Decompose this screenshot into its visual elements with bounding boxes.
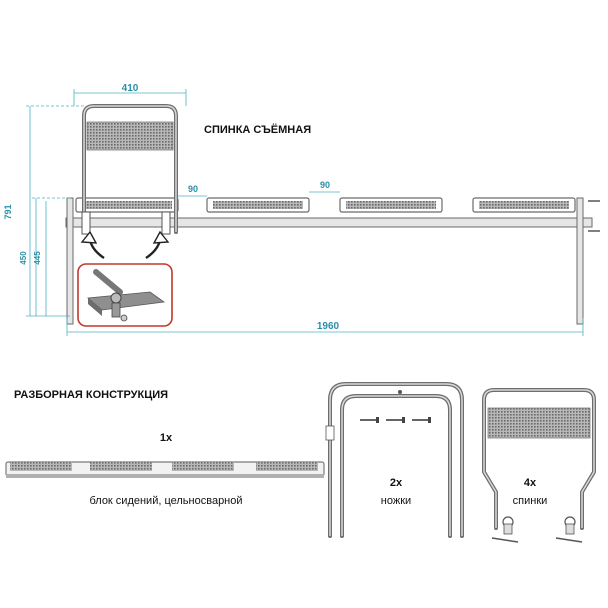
bolts-icon: [360, 417, 431, 423]
right-leg: [576, 197, 584, 325]
seat-3: [339, 197, 443, 213]
back-part: [482, 388, 596, 543]
dim-gap-1: 90: [188, 184, 198, 194]
backs-count: 4x: [524, 477, 537, 489]
dim-total-length: 1960: [317, 321, 340, 332]
seat-4: [472, 197, 576, 213]
mount-arrow-left-icon: [80, 230, 105, 259]
seat-2: [206, 197, 310, 213]
removable-back: [81, 104, 178, 235]
seat-1: [75, 197, 179, 213]
assembled-bench: 410 90 90 791 450 445 1960 СПИНКА СЪЁМНА…: [3, 83, 600, 336]
left-leg: [66, 197, 74, 325]
collapsible-title: РАЗБОРНАЯ КОНСТРУКЦИЯ: [14, 389, 168, 401]
legs-desc: ножки: [381, 495, 411, 507]
dimension-lines: [26, 89, 584, 336]
dim-total-height: 791: [3, 204, 13, 219]
dim-seat-height-1: 450: [19, 251, 28, 265]
mount-arrow-right-icon: [145, 230, 170, 259]
mount-detail-callout: [77, 263, 173, 327]
backs-desc: спинки: [513, 495, 548, 507]
legs-count: 2x: [390, 477, 403, 489]
seat-block-count: 1x: [160, 432, 173, 444]
dim-gap-2: 90: [320, 180, 330, 190]
dim-seat-height-2: 445: [33, 251, 42, 265]
dim-back-width: 410: [122, 83, 139, 94]
clamp-left-icon: [491, 516, 519, 543]
removable-back-title: СПИНКА СЪЁМНАЯ: [204, 123, 311, 136]
seat-block-desc: блок сидений, цельносварной: [89, 495, 242, 507]
beam: [65, 217, 593, 228]
clamp-right-icon: [555, 516, 583, 543]
legs-group: [325, 382, 464, 538]
seat-block: [5, 461, 325, 478]
